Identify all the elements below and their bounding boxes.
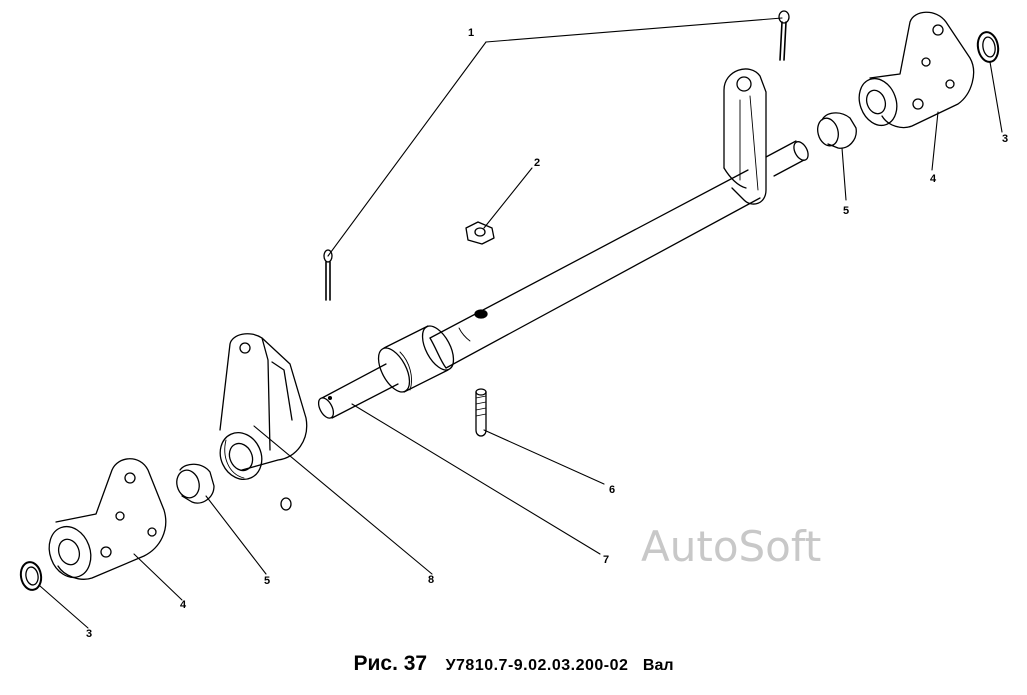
nut-2 [465, 221, 495, 245]
bushing-5-bottom [176, 463, 215, 504]
cotter-pin-1-left [323, 249, 333, 301]
bushing-5-top [817, 112, 857, 149]
small-ring [280, 497, 292, 511]
callout-1: 1 [468, 27, 474, 39]
autosoft-watermark: AutoSoft [641, 522, 822, 571]
right-lever [723, 68, 767, 205]
leader-lines [39, 17, 1003, 629]
callout-6: 6 [609, 484, 615, 496]
callout-5-bottom: 5 [264, 575, 270, 587]
figure-caption: Рис. 37 У7810.7-9.02.03.200-02 Вал [0, 652, 1027, 676]
left-lever-8 [219, 333, 308, 480]
callout-8: 8 [428, 574, 434, 586]
callout-3-bottom: 3 [86, 628, 92, 640]
part-code: У7810.7-9.02.03.200-02 [445, 657, 629, 674]
ring-3-top [976, 31, 1000, 63]
cotter-pin-1-top [778, 10, 790, 61]
callout-4-bottom: 4 [180, 599, 187, 611]
bracket-4-top [858, 11, 975, 129]
callout-labels: 1 2 3 4 5 6 7 8 3 4 5 [86, 27, 1008, 640]
callout-2: 2 [534, 157, 540, 169]
callout-4-top: 4 [930, 173, 937, 185]
callout-7: 7 [603, 554, 609, 566]
shaft-7 [317, 140, 809, 419]
callout-3-top: 3 [1002, 133, 1008, 145]
part-name: Вал [642, 657, 674, 674]
figure-number: Рис. 37 [353, 652, 428, 675]
stud-6 [475, 388, 487, 437]
bracket-4-bottom [48, 458, 167, 580]
callout-5-top: 5 [843, 205, 849, 217]
ring-3-bottom [19, 561, 43, 591]
